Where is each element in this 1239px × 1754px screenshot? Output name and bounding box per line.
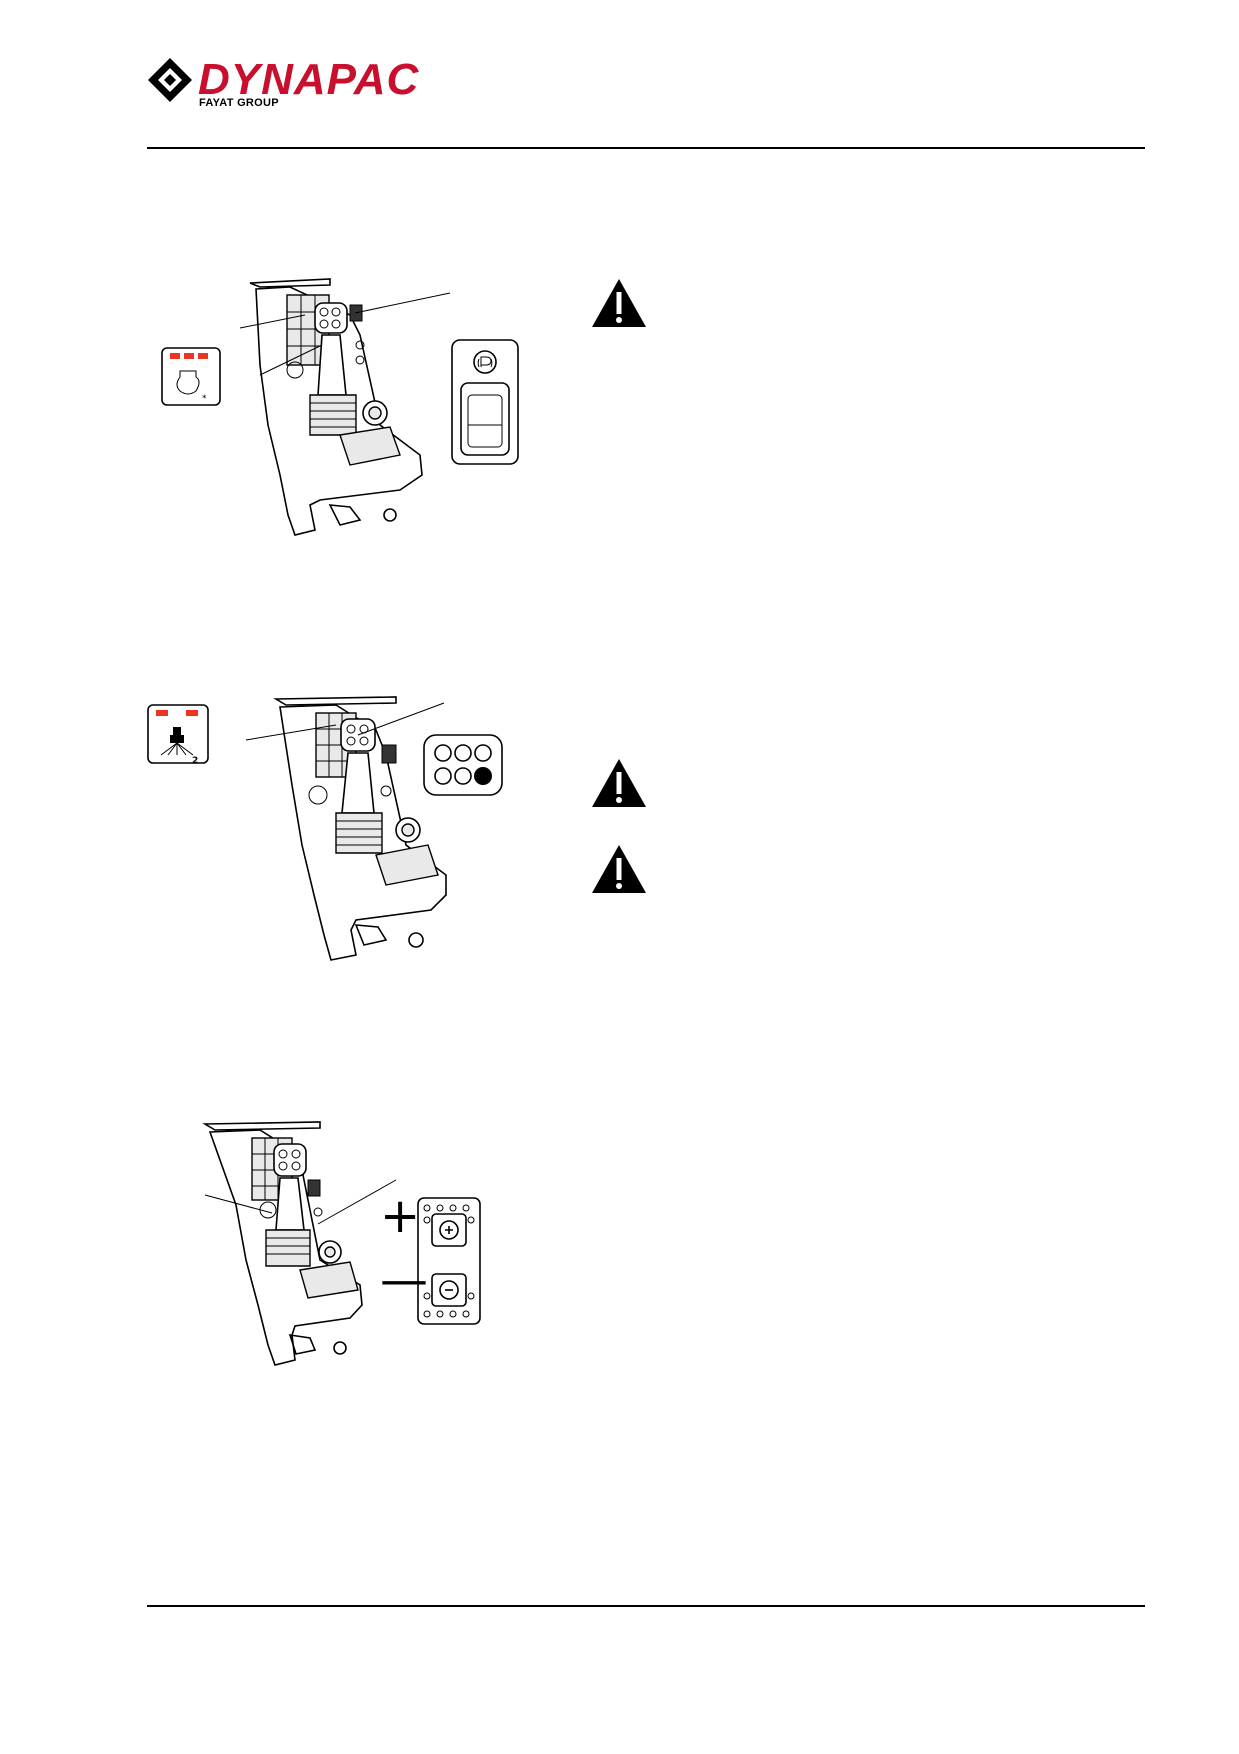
control-console-drawing: [245, 696, 447, 961]
brand-name: DYNAPAC: [198, 55, 420, 104]
minus-sign: —: [380, 1252, 428, 1308]
plus-sign: +: [380, 1188, 421, 1244]
warning-icon: [592, 279, 646, 327]
control-console-figure-3: [202, 1121, 481, 1366]
speed-increase-decrease-switch-icon: [417, 1197, 481, 1325]
engine-warning-symbol-icon: *: [161, 347, 221, 406]
footer-rule: [147, 1605, 1145, 1607]
brand-subtitle: FAYAT GROUP: [199, 97, 279, 109]
dynapac-logo-icon: [148, 58, 192, 102]
parking-brake-switch-icon: [451, 339, 519, 465]
vibration-mode-symbol-icon: 2: [147, 704, 209, 766]
joystick-button-pad-icon: [423, 734, 503, 796]
control-console-drawing: [202, 1121, 397, 1366]
warning-icon: [592, 759, 646, 807]
control-console-figure-2: 2: [147, 696, 503, 961]
header-rule: [147, 147, 1145, 149]
svg-text:2: 2: [192, 756, 198, 766]
control-console-figure-1: *: [161, 278, 519, 536]
warning-icon: [592, 845, 646, 893]
control-console-drawing: [239, 278, 451, 536]
svg-text:*: *: [202, 394, 207, 404]
